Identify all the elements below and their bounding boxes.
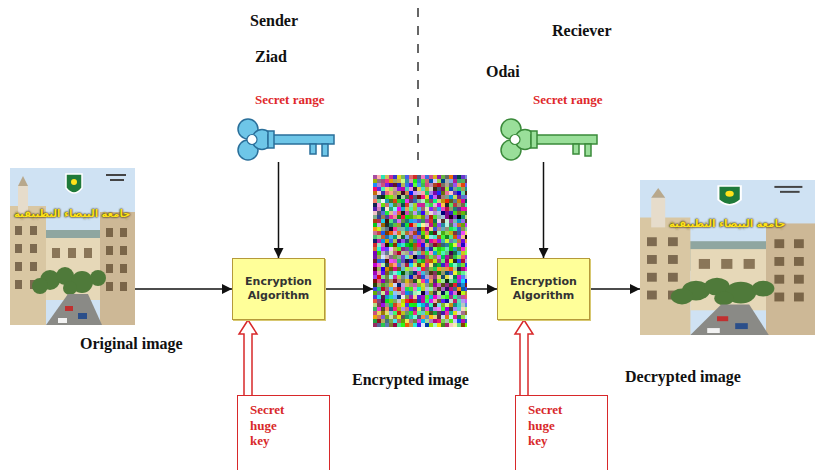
encrypted-image-node: Encrypted image <box>373 175 467 327</box>
logo-text: جامعة البيضاء التطبيقية <box>14 208 130 219</box>
arrow-connector <box>543 162 545 258</box>
arrow-connector <box>135 288 232 290</box>
key-caption: Secret range <box>533 93 602 108</box>
noise-image <box>373 175 467 327</box>
key-node: Secret range <box>495 117 600 162</box>
arrow-connector <box>590 288 640 290</box>
hollow-arrow <box>239 320 257 395</box>
box-label: Encryption Algorithm <box>498 275 589 304</box>
key-node: Secret range <box>232 117 337 162</box>
key-icon <box>232 117 337 162</box>
dashed-divider <box>417 8 419 160</box>
photo-node: Decrypted image <box>640 180 815 335</box>
key-caption: Secret range <box>255 93 324 108</box>
image-caption: Encrypted image <box>352 371 469 389</box>
image-caption: Decrypted image <box>625 368 741 386</box>
arrow-connector <box>278 162 280 258</box>
hollow-arrow <box>515 320 533 395</box>
photo-node: Original image <box>10 168 135 325</box>
box-label: Encryption Algorithm <box>233 275 324 304</box>
role-label: Reciever <box>552 22 612 40</box>
box-label: Secret huge key <box>516 396 576 449</box>
image-caption: Original image <box>80 335 183 353</box>
photo-illustration <box>640 180 815 335</box>
key-icon <box>495 117 600 162</box>
role-label: Odai <box>486 63 520 81</box>
key-box: Secret huge key <box>515 395 608 470</box>
role-label: Ziad <box>255 48 287 66</box>
arrow-connector <box>467 288 497 290</box>
process-box: Encryption Algorithm <box>232 258 325 320</box>
box-label: Secret huge key <box>238 396 298 449</box>
photo-illustration <box>10 168 135 325</box>
key-box: Secret huge key <box>237 395 330 470</box>
role-label: Sender <box>250 12 298 30</box>
arrow-connector <box>325 288 373 290</box>
logo-text: جامعة البيضاء التطبيقية <box>669 218 785 229</box>
process-box: Encryption Algorithm <box>497 258 590 320</box>
